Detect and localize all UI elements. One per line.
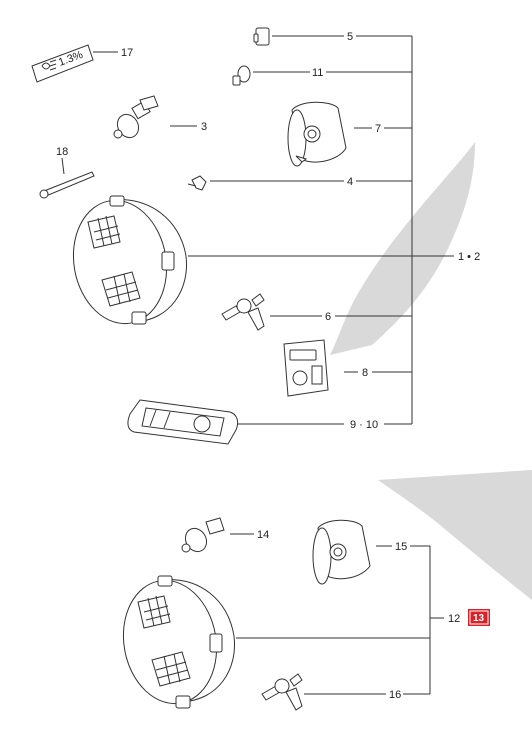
part-9-10-gasket-bezel xyxy=(127,399,239,445)
label-16: 16 xyxy=(389,689,401,701)
label-18: 18 xyxy=(56,146,68,158)
part-8-control-module xyxy=(283,339,329,397)
label-8: 8 xyxy=(362,367,368,379)
label-4: 4 xyxy=(347,176,353,188)
part-1-2-headlamp-unit xyxy=(72,195,188,325)
label-1-2: 1 • 2 xyxy=(458,251,480,263)
background-shading-lower xyxy=(378,470,532,600)
part-11-bulb-small xyxy=(232,65,251,86)
part-18-bolt xyxy=(39,171,95,199)
label-12: 12 xyxy=(448,613,460,625)
label-5: 5 xyxy=(347,31,353,43)
label-6: 6 xyxy=(325,311,331,323)
part-15-socket-cup xyxy=(312,519,371,585)
part-3-halogen-bulb xyxy=(113,95,159,139)
background-shading-upper xyxy=(330,142,475,355)
page-reference-badge[interactable]: 13 xyxy=(468,609,490,626)
part-16-adjuster-screw xyxy=(261,673,303,711)
label-17: 17 xyxy=(121,47,133,59)
part-12-headlamp-unit xyxy=(122,575,236,709)
label-9-10: 9 · 10 xyxy=(350,419,378,431)
part-17-aim-label-tag: 1.3% xyxy=(31,44,94,83)
badge-text: 13 xyxy=(473,613,485,624)
label-11: 11 xyxy=(312,67,323,79)
part-5-cap xyxy=(253,27,270,46)
label-3: 3 xyxy=(201,121,207,133)
part-4-clip xyxy=(187,175,207,191)
label-7: 7 xyxy=(375,123,381,135)
badge-background xyxy=(468,609,490,626)
label-15: 15 xyxy=(395,541,407,553)
part-14-halogen-bulb xyxy=(181,517,225,553)
leader-18 xyxy=(61,157,65,175)
part-6-adjuster-screw xyxy=(221,293,265,331)
part-7-socket-cup xyxy=(287,101,347,167)
label-14: 14 xyxy=(257,529,269,541)
